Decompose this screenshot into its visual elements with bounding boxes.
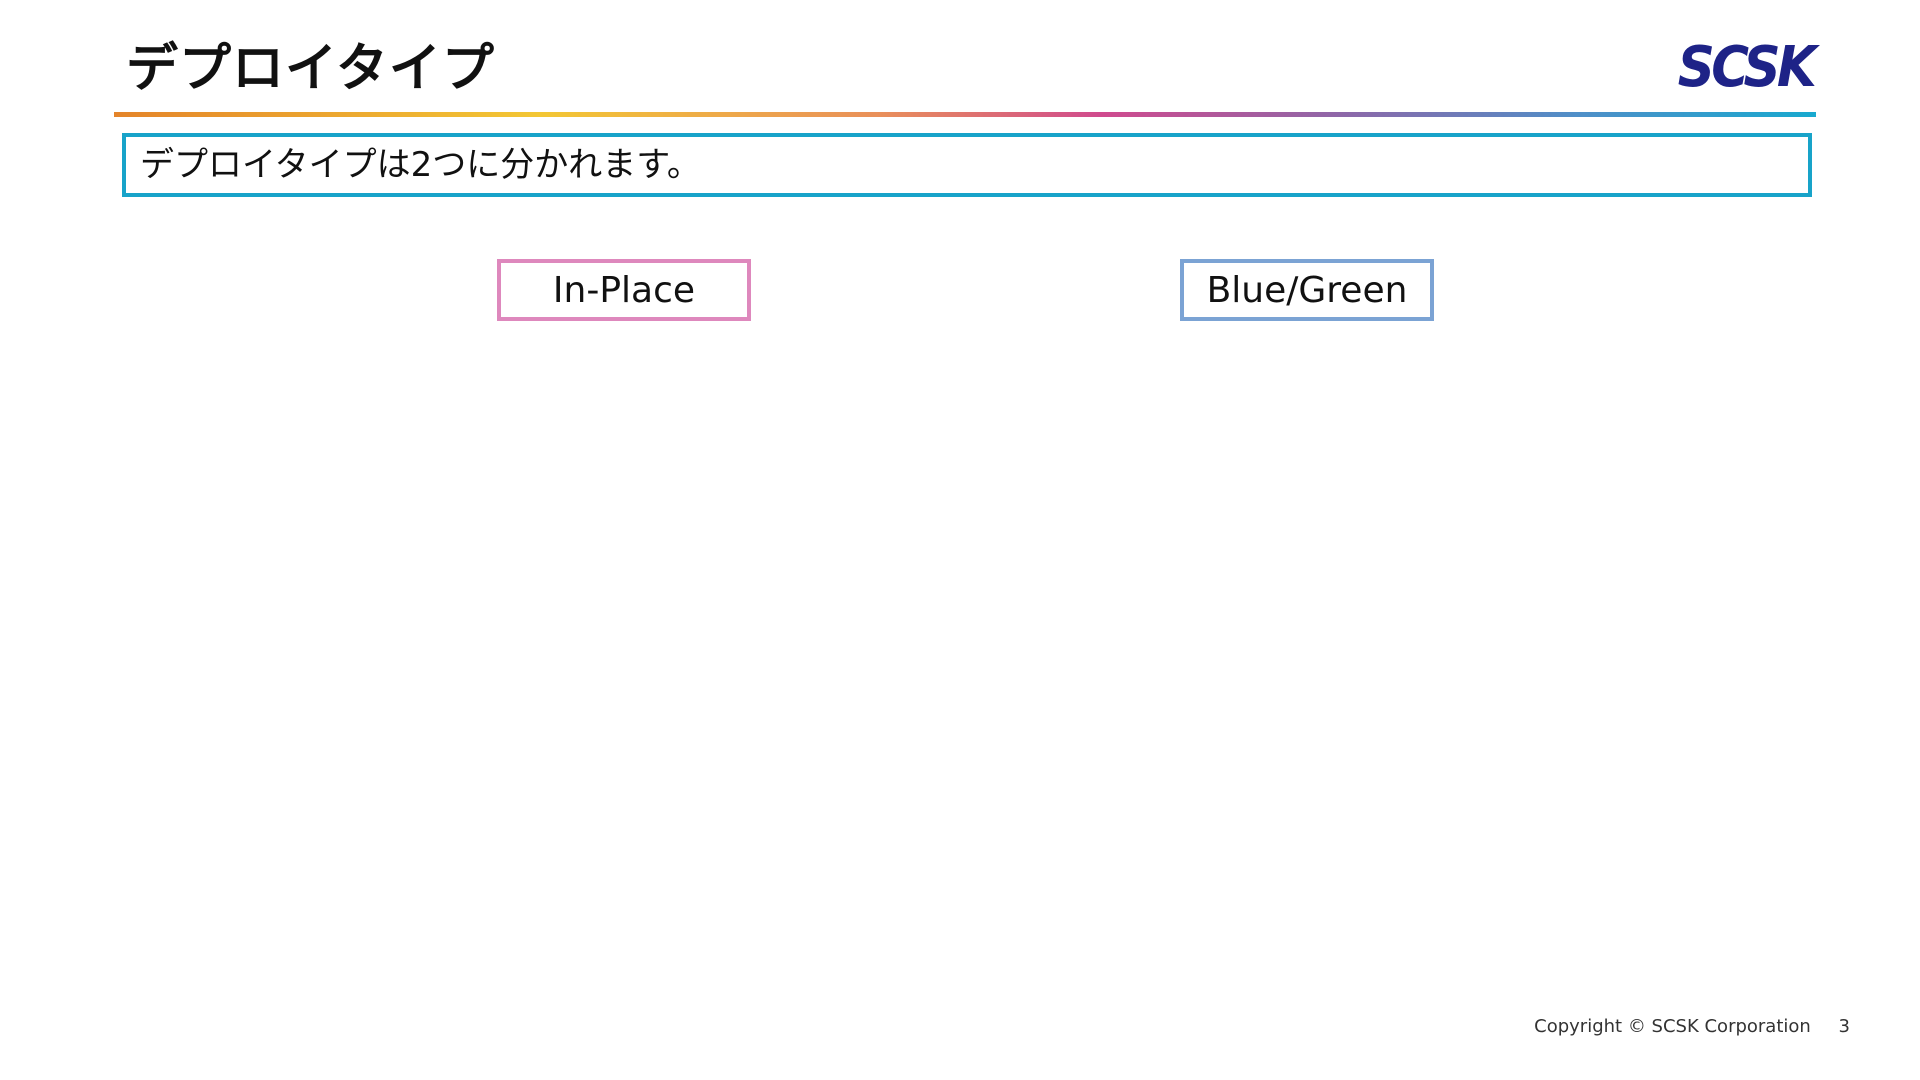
footer-copyright: Copyright © SCSK Corporation (1534, 1016, 1811, 1037)
deploy-type-blue-green: Blue/Green (1180, 259, 1434, 321)
scsk-logo: SCSK (1677, 35, 1817, 100)
intro-callout-box: デプロイタイプは2つに分かれます。 (122, 133, 1812, 197)
slide-title: デプロイタイプ (126, 39, 495, 99)
footer: Copyright © SCSK Corporation 3 (1534, 1015, 1850, 1039)
deploy-type-in-place: In-Place (497, 259, 751, 321)
page-number: 3 (1838, 1016, 1850, 1037)
intro-text: デプロイタイプは2つに分かれます。 (140, 145, 701, 185)
title-gradient-divider (114, 112, 1816, 117)
